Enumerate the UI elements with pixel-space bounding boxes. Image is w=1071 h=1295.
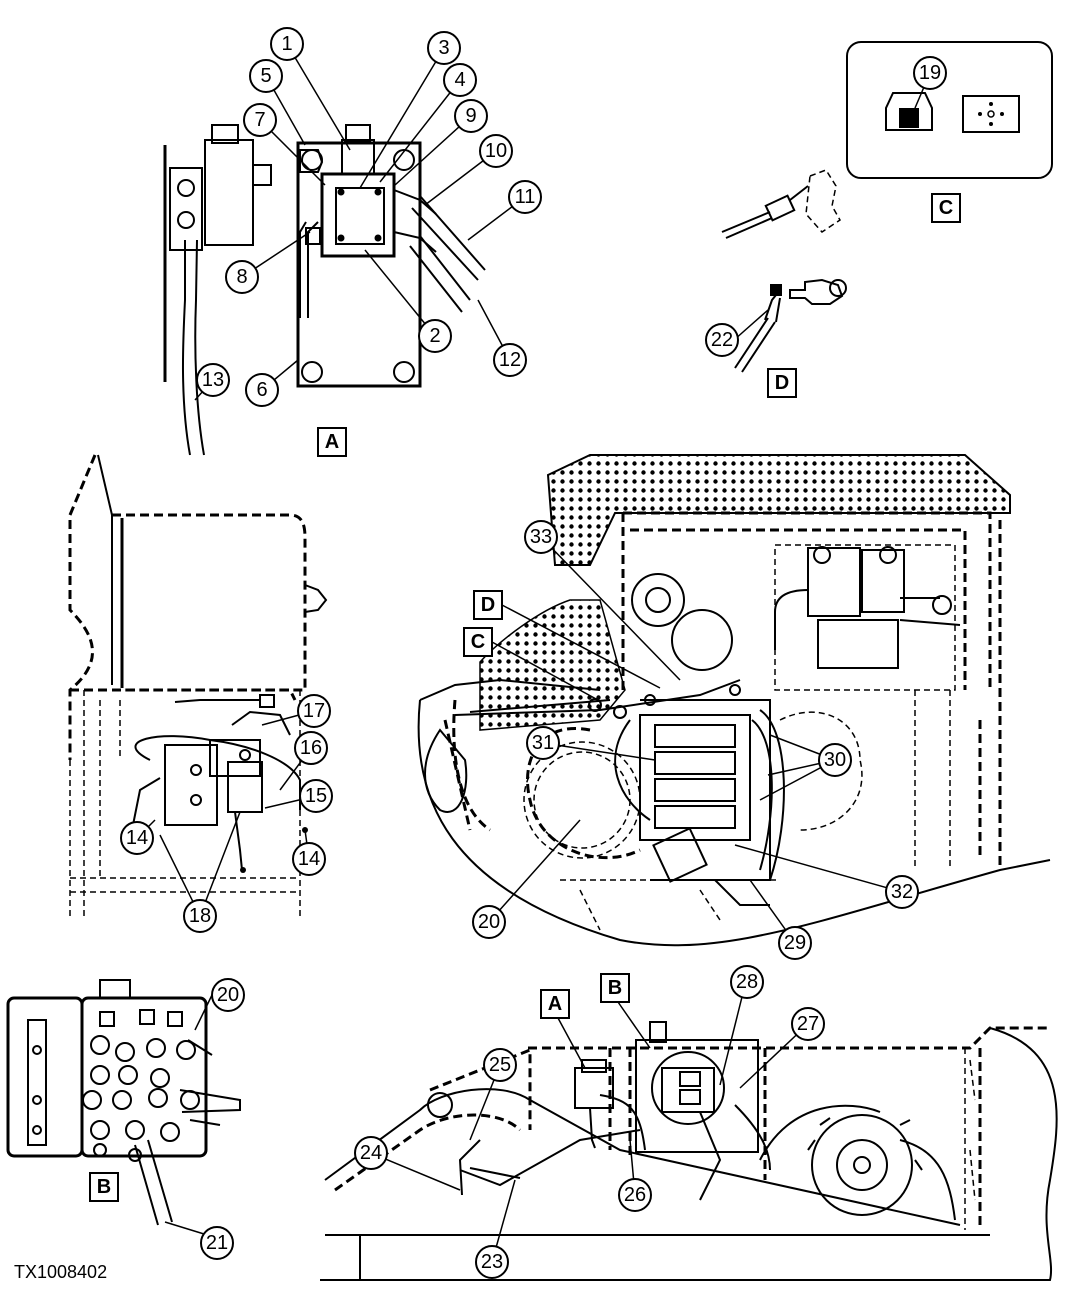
callout-15: 15 [299,779,333,813]
callout-21: 21 [200,1226,234,1260]
svg-text:31: 31 [532,732,554,754]
svg-text:10: 10 [485,140,507,162]
callout-26: 26 [618,1178,652,1212]
svg-text:16: 16 [300,737,322,759]
svg-text:33: 33 [530,526,552,548]
callout-24: 24 [354,1136,388,1170]
callout-20-main: 20 [472,905,506,939]
svg-text:24: 24 [360,1142,382,1164]
view-b-label-bottom: B [608,977,622,999]
svg-text:30: 30 [824,749,846,771]
svg-text:21: 21 [206,1232,228,1254]
svg-text:28: 28 [736,971,758,993]
figure-id: TX1008402 [14,1262,107,1282]
svg-text:18: 18 [189,905,211,927]
svg-text:3: 3 [438,37,449,59]
svg-text:15: 15 [305,785,327,807]
callout-8: 8 [225,260,259,294]
callout-28: 28 [730,965,764,999]
main-machine-view [417,454,1051,947]
callout-31: 31 [526,726,560,760]
callout-6: 6 [245,373,279,407]
sensor-d-drawing [734,278,847,373]
view-d-label-top: D [775,372,789,394]
svg-text:13: 13 [202,369,224,391]
view-c-label-box-top [931,193,961,223]
view-c-label-top: C [939,197,953,219]
svg-text:2: 2 [429,325,440,347]
callout-29: 29 [778,926,812,960]
svg-text:8: 8 [236,266,247,288]
view-a-label-bottom: A [548,993,562,1015]
callout-33: 33 [524,520,558,554]
svg-text:19: 19 [919,62,941,84]
svg-text:1: 1 [281,33,292,55]
callout-1: 1 [270,27,304,61]
callout-3: 3 [427,31,461,65]
callout-22: 22 [705,323,739,357]
svg-text:32: 32 [891,881,913,903]
svg-text:7: 7 [254,109,265,131]
view-c-label-main: C [471,631,485,653]
view-b-label-left: B [97,1176,111,1198]
svg-text:4: 4 [454,69,465,91]
svg-text:9: 9 [465,105,476,127]
svg-text:6: 6 [256,379,267,401]
callout-2: 2 [418,319,452,353]
svg-text:27: 27 [797,1013,819,1035]
view-b-label-box-bottom [600,973,630,1003]
callout-5: 5 [249,59,283,93]
view-b-label-box-left [89,1172,119,1202]
callout-14-left: 14 [120,821,154,855]
view-a-label-box-top [317,427,347,457]
callout-13: 13 [196,363,230,397]
svg-text:14: 14 [126,827,148,849]
svg-text:11: 11 [515,186,536,208]
callout-11: 11 [508,180,542,214]
svg-text:5: 5 [260,65,271,87]
callout-30: 30 [818,743,852,777]
view-d-label-box-top [767,368,797,398]
callout-27: 27 [791,1007,825,1041]
view-a-label-top: A [325,431,339,453]
svg-text:25: 25 [489,1054,511,1076]
svg-text:12: 12 [499,349,521,371]
detail-a-drawing [163,124,486,456]
svg-text:23: 23 [481,1251,503,1273]
view-d-label-main: D [481,594,495,616]
connector-19-drawing [885,92,1020,133]
callout-16: 16 [294,731,328,765]
view-a-label-box-bottom [540,989,570,1019]
callout-20-detail-b: 20 [211,978,245,1012]
callout-9: 9 [454,99,488,133]
callout-14-right: 14 [292,842,326,876]
callout-19: 19 [913,56,947,90]
callout-25: 25 [483,1048,517,1082]
callout-17: 17 [297,694,331,728]
bottom-machine-view [320,1021,1058,1281]
callout-4: 4 [443,63,477,97]
svg-text:22: 22 [711,329,733,351]
svg-text:20: 20 [478,911,500,933]
callout-7: 7 [243,103,277,137]
callout-12: 12 [493,343,527,377]
callout-32: 32 [885,875,919,909]
sensor-c-drawing [721,169,841,239]
svg-text:14: 14 [298,848,320,870]
left-side-view [68,454,328,920]
svg-text:26: 26 [624,1184,646,1206]
svg-text:29: 29 [784,932,806,954]
svg-text:20: 20 [217,984,239,1006]
detail-b-drawing [6,979,241,1226]
detail-c-frame [846,41,1053,179]
callout-18: 18 [183,899,217,933]
callout-10: 10 [479,134,513,168]
callout-23: 23 [475,1245,509,1279]
svg-text:17: 17 [303,700,325,722]
